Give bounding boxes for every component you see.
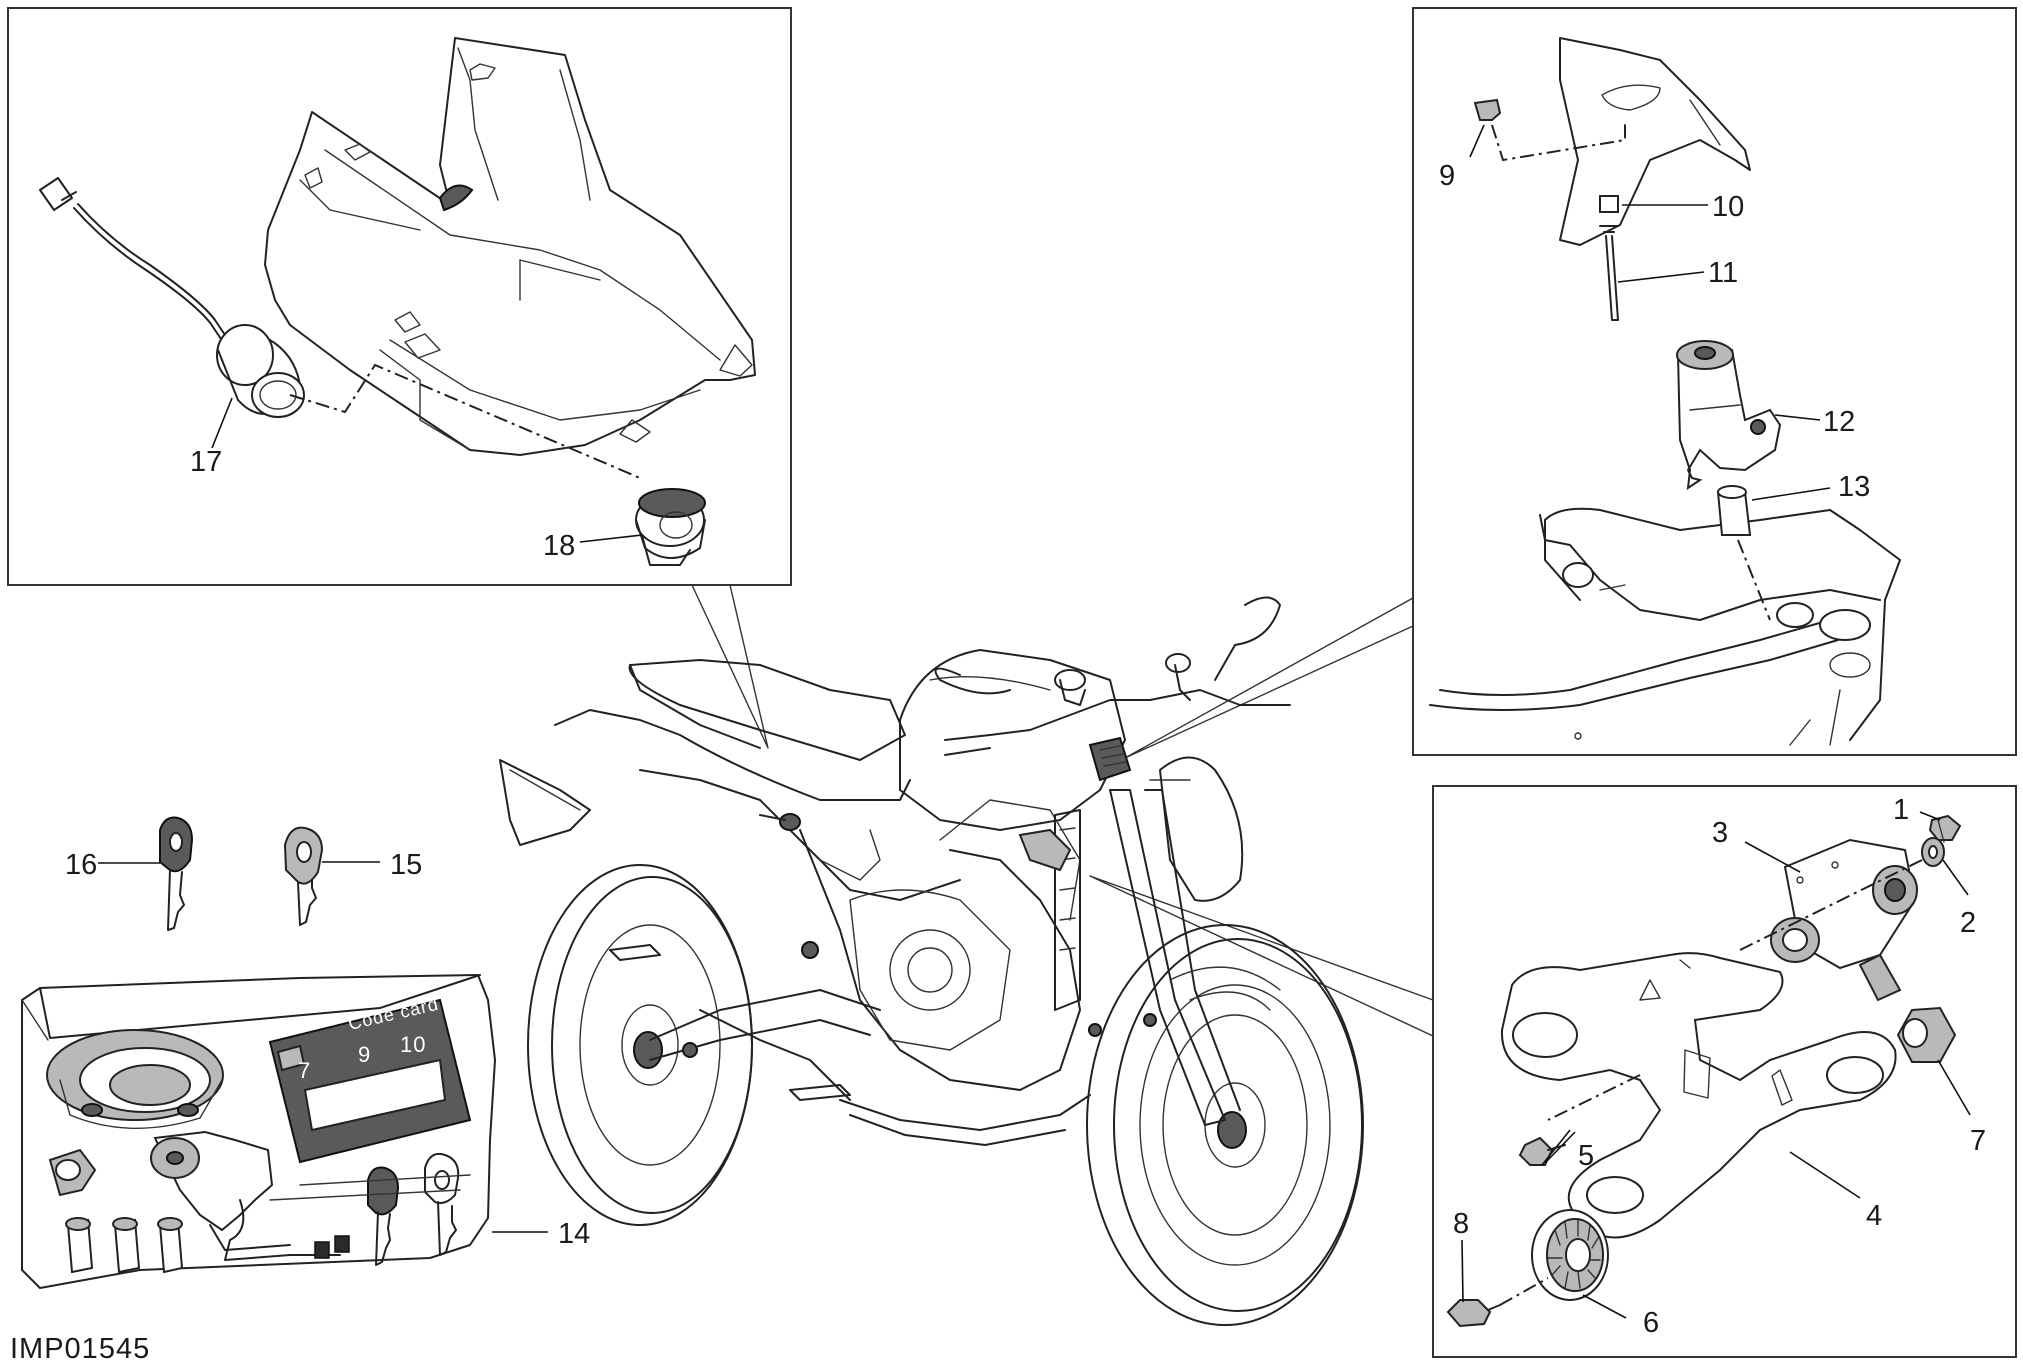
callout-15: 15 xyxy=(390,849,422,881)
callout-9: 9 xyxy=(1439,160,1455,192)
code-card-number-9: 9 xyxy=(358,1042,371,1067)
part-18-immobilizer-cap xyxy=(635,488,706,566)
part-6-antenna-ring xyxy=(1531,1209,1609,1301)
assembly-line-5 xyxy=(1547,1074,1641,1121)
part-10-cap xyxy=(1599,195,1619,213)
callout-12: 12 xyxy=(1823,406,1855,438)
callout-14: 14 xyxy=(558,1218,590,1250)
detail-box-ignition-switch xyxy=(1412,7,2017,756)
motorcycle-drawing xyxy=(499,596,1364,1326)
leader-5 xyxy=(1544,1131,1576,1164)
part-2-washer-hole xyxy=(1928,845,1938,859)
part-9-plug xyxy=(1473,98,1502,121)
bracket-drawing xyxy=(1500,952,1897,1239)
part-15-key xyxy=(283,826,324,926)
part-5-screw xyxy=(1518,1136,1554,1166)
callout-4: 4 xyxy=(1866,1200,1882,1232)
code-card-number-7: 7 xyxy=(298,1058,311,1083)
part-7-nut-bore xyxy=(1902,1018,1928,1048)
part-12-ignition-switch xyxy=(1676,340,1782,491)
callout-6: 6 xyxy=(1643,1307,1659,1339)
callout-8: 8 xyxy=(1453,1208,1469,1240)
ignition-frame-drawing xyxy=(1429,37,1901,746)
assembly-line-1 xyxy=(1739,859,1923,951)
part-16-key xyxy=(159,816,194,931)
callout-10: 10 xyxy=(1712,191,1744,223)
part-13-spacer-top xyxy=(1717,485,1747,499)
leader-5b xyxy=(1541,1129,1571,1166)
assembly-line-13 xyxy=(1737,539,1771,621)
leader-1 xyxy=(1919,811,1941,821)
leader-8 xyxy=(1461,1239,1464,1303)
callout-17: 17 xyxy=(190,446,222,478)
leader-4 xyxy=(1789,1151,1861,1199)
leader-17 xyxy=(211,397,233,449)
callout-1: 1 xyxy=(1893,794,1909,826)
leader-7 xyxy=(1937,1059,1971,1116)
leader-11 xyxy=(1617,271,1705,283)
leader-18 xyxy=(579,534,643,543)
part-11-bolt xyxy=(1599,225,1619,321)
callout-7: 7 xyxy=(1970,1125,1986,1157)
part-8-shank xyxy=(1487,1304,1501,1311)
leader-2 xyxy=(1942,859,1969,896)
callout-11: 11 xyxy=(1708,257,1738,289)
part-8-screw xyxy=(1446,1299,1492,1328)
tank-cover-drawing xyxy=(264,37,756,456)
part-14-lock-kit xyxy=(21,974,496,1289)
detail-pointer-lines xyxy=(691,584,1434,1037)
detail-box-immobilizer-bracket xyxy=(1432,785,2017,1358)
leader-12 xyxy=(1774,414,1821,421)
callout-18: 18 xyxy=(543,530,575,562)
detail-box-tank-cover xyxy=(7,7,792,586)
callout-5: 5 xyxy=(1578,1140,1594,1172)
assembly-line-17 xyxy=(289,363,641,479)
part-1-screw xyxy=(1928,814,1962,841)
part-3-immobilizer-module xyxy=(1770,838,1918,1002)
leader-6 xyxy=(1582,1294,1627,1319)
part-17-antenna-reader xyxy=(39,177,305,418)
part-1-screw-detail xyxy=(1937,819,1945,843)
callout-3: 3 xyxy=(1712,817,1728,849)
leader-9 xyxy=(1469,124,1485,158)
code-card-number-10: 10 xyxy=(400,1032,426,1057)
callout-13: 13 xyxy=(1838,471,1870,503)
callout-2: 2 xyxy=(1960,907,1976,939)
leader-13 xyxy=(1751,487,1831,501)
figure-reference: IMP01545 xyxy=(10,1333,150,1365)
leader-3 xyxy=(1744,841,1801,873)
callout-16: 16 xyxy=(65,849,97,881)
assembly-line-8 xyxy=(1499,1277,1549,1306)
assembly-line-9 xyxy=(1491,122,1626,162)
